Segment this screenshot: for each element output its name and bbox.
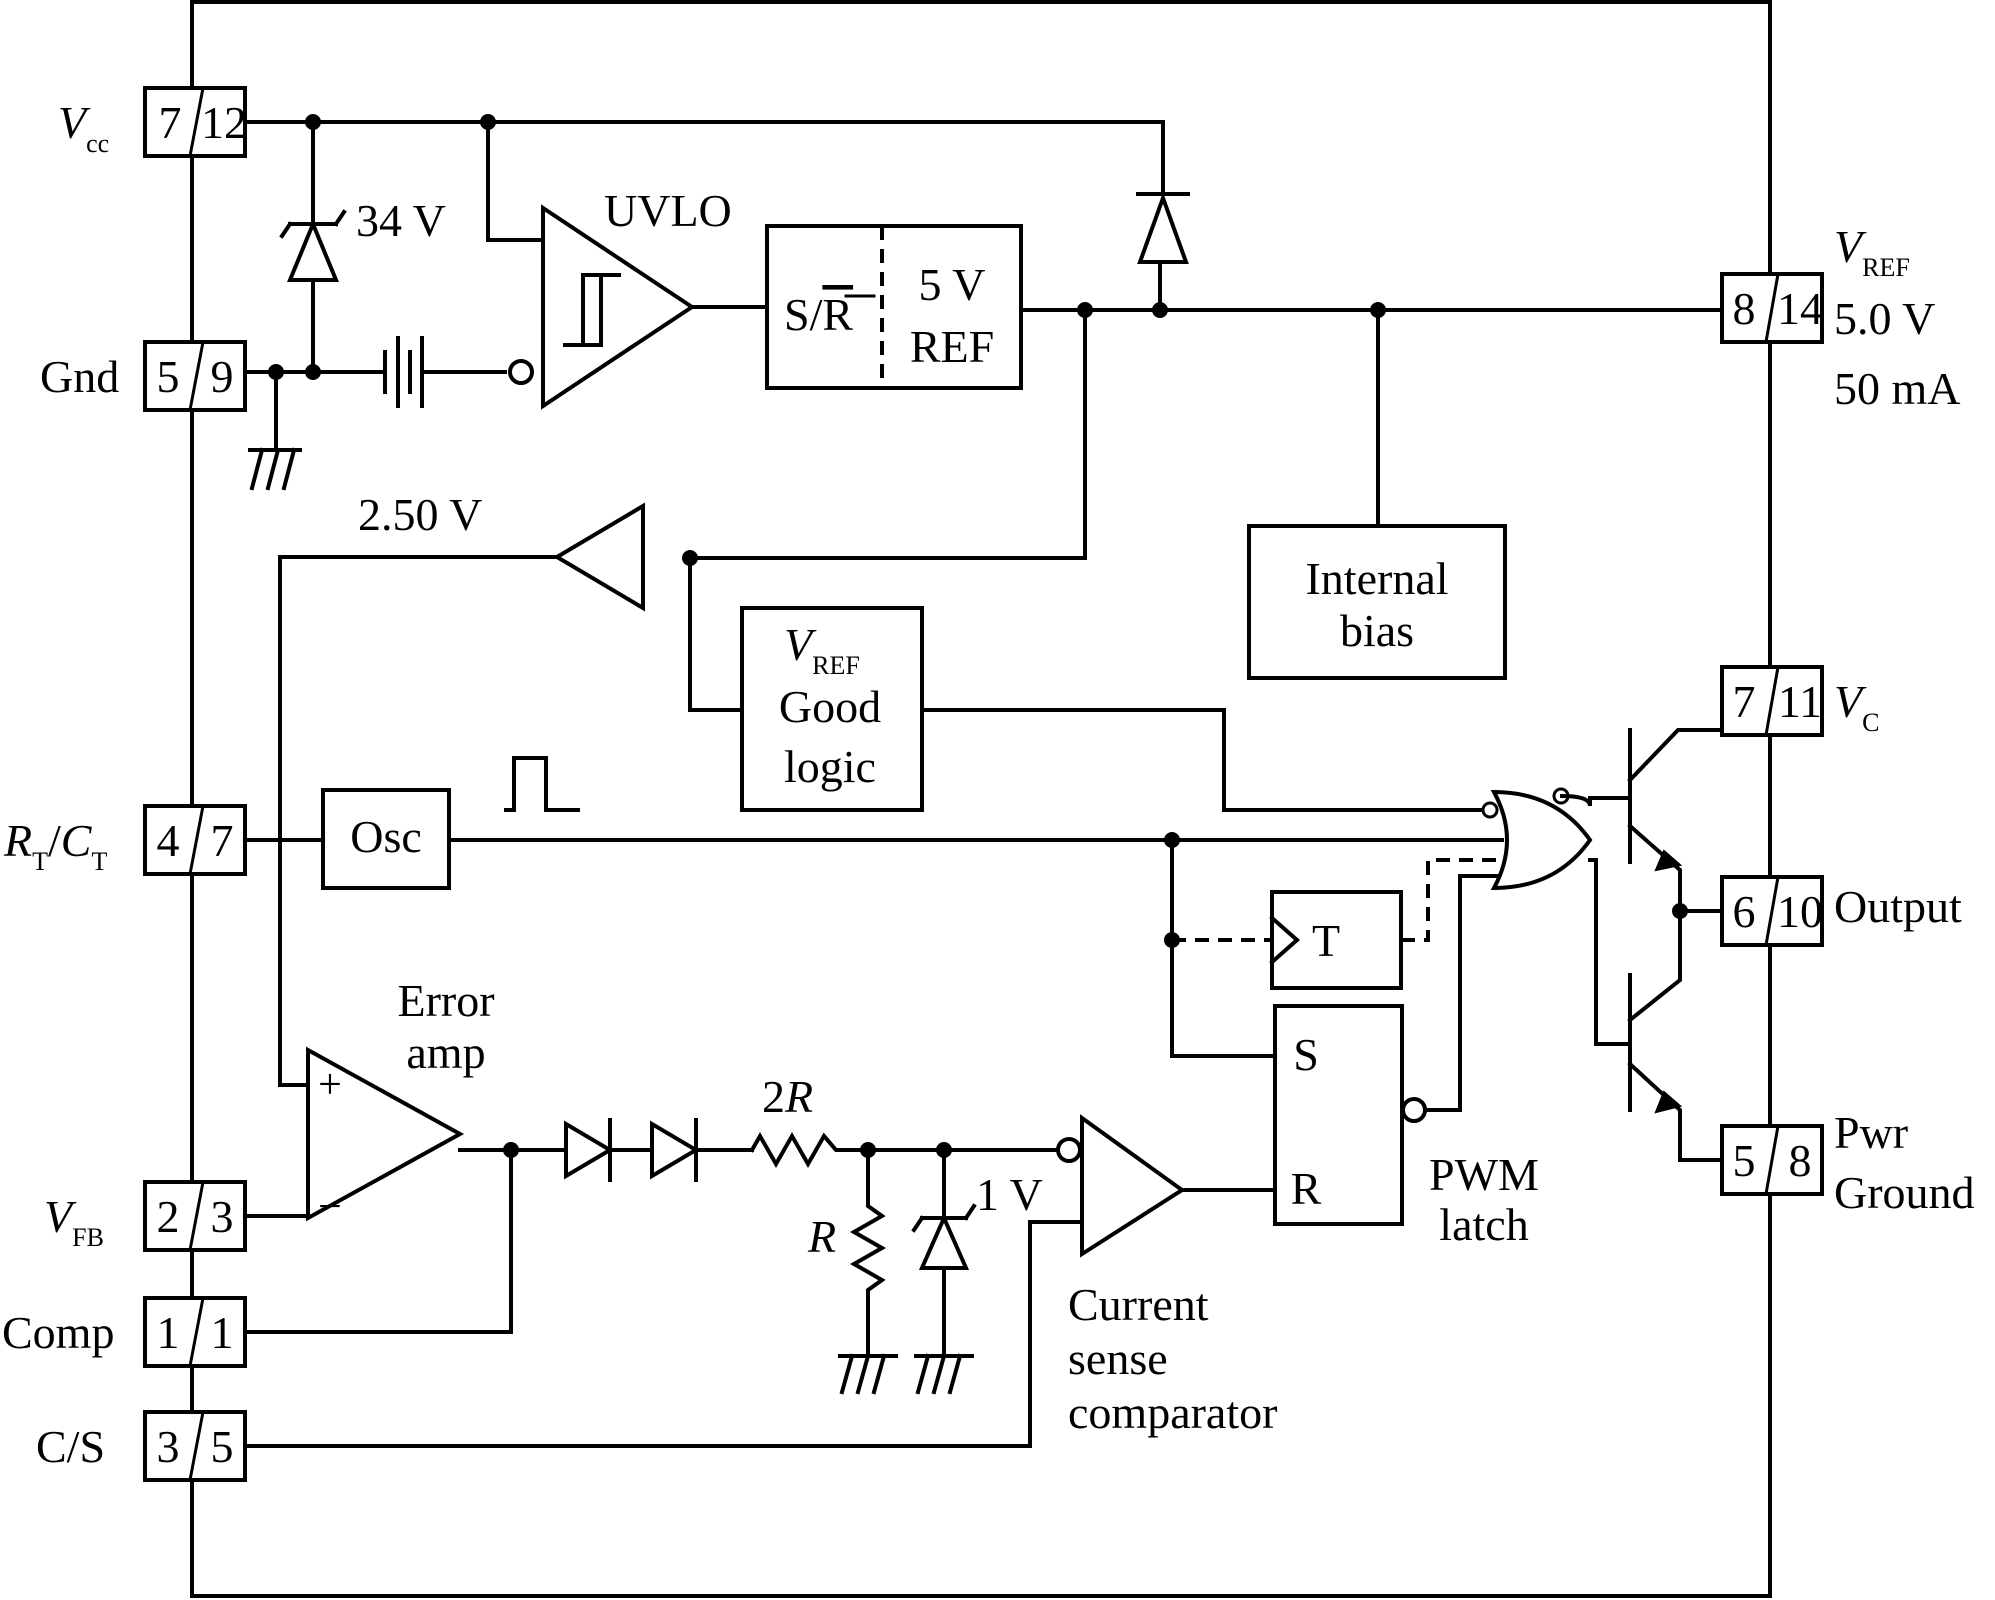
pin-vc-label: VC: [1834, 676, 1879, 737]
pin-output-num-a: 6: [1733, 886, 1756, 937]
pin-cs-label: C/S: [36, 1421, 105, 1472]
pin-gnd: 5 9 Gnd: [40, 340, 247, 412]
pin-vfb-label: VFB: [44, 1191, 104, 1252]
pin-vref-label: VREF: [1834, 221, 1910, 282]
osc-label: Osc: [350, 811, 422, 862]
internal-bias-block: Internal bias: [1247, 524, 1507, 680]
pin-gnd-num-a: 5: [157, 351, 180, 402]
pin-cs: 3 5 C/S: [36, 1410, 247, 1482]
pwm-latch: S R PWM latch: [1273, 874, 1539, 1250]
pin-vc: 7 11 VC: [1720, 665, 1879, 737]
pin-rtct: 4 7 RT/CT: [3, 804, 247, 876]
pin-pwrgnd-label-2: Ground: [1834, 1167, 1975, 1218]
vref-2v5-label: 2.50 V: [358, 489, 482, 540]
erramp-label-2: amp: [406, 1027, 485, 1078]
gnd-rail: [243, 336, 534, 491]
pin-output-num-b: 10: [1777, 886, 1823, 937]
zener-34v: 34 V: [279, 120, 446, 374]
resistor-r-label: R: [807, 1211, 836, 1262]
pin-vfb-num-b: 3: [211, 1191, 234, 1242]
latch-label-2: latch: [1439, 1199, 1528, 1250]
pin-vcc-label: Vcc: [58, 97, 109, 158]
latch-s-label: S: [1293, 1029, 1319, 1080]
vref-good-label-2: Good: [779, 681, 881, 732]
pin-rtct-num-a: 4: [157, 815, 180, 866]
zener-34v-label: 34 V: [356, 195, 446, 246]
pin-vref-num-a: 8: [1733, 283, 1756, 334]
cs-comparator-label-3: comparator: [1068, 1387, 1277, 1438]
output-transistors: [1627, 728, 1724, 1162]
pin-vref-voltage: 5.0 V: [1834, 293, 1935, 344]
erramp-plus: +: [318, 1062, 342, 1108]
pin-vcc: 7 12 Vcc: [58, 86, 247, 158]
vref-clamp-diode: [1136, 192, 1190, 264]
vref-good-label-3: logic: [784, 741, 876, 792]
uvlo-label: UVLO: [604, 185, 732, 236]
ref-block: S/R 5 V REF: [765, 224, 1023, 390]
vcc-rail: [243, 114, 1165, 242]
pin-cs-num-a: 3: [157, 1421, 180, 1472]
pin-comp: 1 1 Comp: [2, 1296, 247, 1368]
vref-good-logic: VREF Good logic: [740, 606, 1485, 812]
output-nor-gate: [1481, 787, 1632, 1046]
uvlo-comparator: UVLO: [541, 185, 732, 410]
ref-ref-label: REF: [910, 321, 994, 372]
zener-1v: 1 V: [911, 1148, 1043, 1395]
pin-vcc-num-b: 12: [201, 97, 247, 148]
oscillator-block: Osc: [243, 756, 1504, 890]
internal-bias-label-2: bias: [1340, 605, 1414, 656]
vref-rail: [682, 260, 1724, 712]
resistor-2r: 2R: [749, 1071, 1060, 1169]
ref-sr-label: S/R: [784, 289, 853, 340]
pin-pwrgnd-num-a: 5: [1733, 1135, 1756, 1186]
pin-vcc-num-a: 7: [159, 97, 182, 148]
latch-label-1: PWM: [1429, 1149, 1539, 1200]
ic-outline: [190, 0, 1772, 1598]
pin-output-label: Output: [1834, 881, 1962, 932]
pin-output: 6 10 Output: [1720, 875, 1962, 947]
pin-cs-num-b: 5: [211, 1421, 234, 1472]
cs-comparator-label-1: Current: [1068, 1279, 1209, 1330]
pin-gnd-num-b: 9: [211, 351, 234, 402]
pin-vref-current: 50 mA: [1834, 363, 1961, 414]
cs-comparator-label-2: sense: [1068, 1333, 1168, 1384]
pin-comp-label: Comp: [2, 1307, 114, 1358]
ref-5v-label: 5 V: [919, 259, 986, 310]
toggle-label: T: [1312, 915, 1340, 966]
pin-rtct-num-b: 7: [211, 815, 234, 866]
latch-r-label: R: [1291, 1163, 1322, 1214]
toggle-flipflop: T: [1164, 838, 1496, 1058]
pin-pwrgnd: 5 8 Pwr Ground: [1720, 1107, 1975, 1218]
erramp-label-1: Error: [397, 975, 494, 1026]
pin-vc-num-b: 11: [1778, 676, 1822, 727]
pin-vfb: 2 3 VFB: [44, 1180, 247, 1252]
current-sense-comparator: Current sense comparator: [243, 1114, 1277, 1448]
internal-bias-label-1: Internal: [1305, 553, 1448, 604]
pin-comp-num-b: 1: [211, 1307, 234, 1358]
pin-pwrgnd-num-b: 8: [1789, 1135, 1812, 1186]
pin-gnd-label: Gnd: [40, 351, 119, 402]
pin-rtct-label: RT/CT: [3, 815, 107, 876]
zener-1v-label: 1 V: [976, 1169, 1043, 1220]
resistor-r: R: [807, 1148, 898, 1395]
pin-vc-num-a: 7: [1733, 676, 1756, 727]
erramp-minus: −: [318, 1184, 342, 1230]
resistor-2r-label: 2R: [762, 1071, 813, 1122]
pin-vref: 8 14 VREF 5.0 V 50 mA: [1720, 221, 1961, 414]
error-amplifier: + − Error amp: [243, 975, 568, 1334]
pin-vref-num-b: 14: [1777, 283, 1823, 334]
vref-good-label-1: VREF: [784, 619, 860, 680]
vref-2v5-buffer: 2.50 V: [278, 489, 645, 1087]
level-shift-diodes: [564, 1118, 754, 1182]
pin-comp-num-a: 1: [157, 1307, 180, 1358]
pin-pwrgnd-label-1: Pwr: [1834, 1107, 1908, 1158]
pin-vfb-num-a: 2: [157, 1191, 180, 1242]
